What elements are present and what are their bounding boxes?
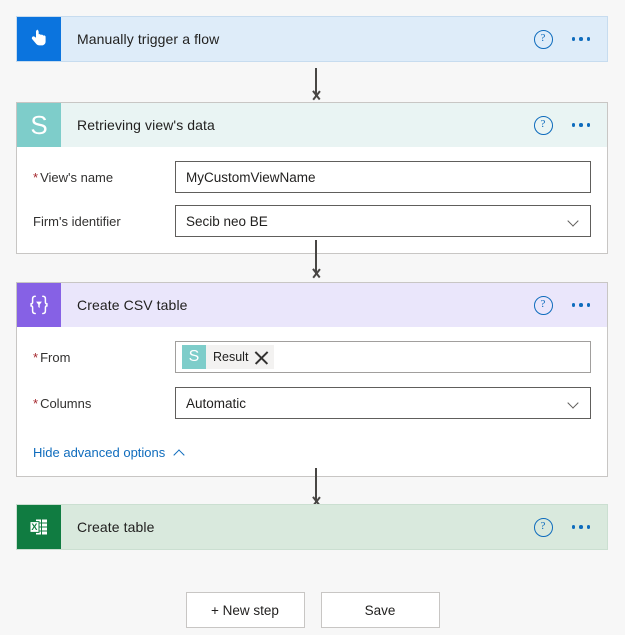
field-label-text: Columns bbox=[40, 395, 92, 411]
firms-identifier-value: Secib neo BE bbox=[186, 213, 268, 229]
field-label-text: From bbox=[40, 349, 71, 365]
card-title: Create table bbox=[77, 519, 155, 535]
letter-s-icon: S bbox=[182, 345, 206, 369]
columns-dropdown[interactable]: Automatic bbox=[175, 387, 591, 419]
card-title: Create CSV table bbox=[77, 297, 188, 313]
card-header-actions: ? bbox=[533, 115, 608, 135]
more-options-icon[interactable] bbox=[571, 33, 592, 45]
flow-step-create-table[interactable]: X Create table ? bbox=[16, 504, 608, 550]
token-label: Result bbox=[213, 350, 249, 364]
more-options-icon[interactable] bbox=[571, 119, 592, 131]
hand-pointer-icon bbox=[17, 17, 61, 61]
help-circle-icon[interactable]: ? bbox=[533, 115, 553, 135]
required-asterisk: * bbox=[33, 169, 39, 185]
close-icon[interactable] bbox=[253, 349, 270, 366]
help-circle-icon[interactable]: ? bbox=[533, 295, 553, 315]
help-circle-icon[interactable]: ? bbox=[533, 517, 553, 537]
card-header[interactable]: X Create table ? bbox=[17, 505, 607, 549]
field-control-from: S Result bbox=[175, 341, 591, 373]
card-header-actions: ? bbox=[533, 295, 608, 315]
form-row-firms-identifier: Firm's identifier Secib neo BE bbox=[33, 205, 591, 237]
field-label-columns: *Columns bbox=[33, 396, 175, 411]
card-header-actions: ? bbox=[533, 517, 608, 537]
more-options-icon[interactable] bbox=[571, 521, 592, 533]
more-options-icon[interactable] bbox=[571, 299, 592, 311]
hide-advanced-options-label: Hide advanced options bbox=[33, 445, 166, 460]
card-body: *From S Result *Columns bbox=[17, 327, 607, 476]
form-row-columns: *Columns Automatic bbox=[33, 387, 591, 419]
new-step-button[interactable]: + New step bbox=[185, 592, 305, 628]
save-button[interactable]: Save bbox=[320, 592, 440, 628]
chevron-down-icon bbox=[569, 398, 580, 409]
card-title: Manually trigger a flow bbox=[77, 31, 220, 47]
card-header[interactable]: Create CSV table ? bbox=[17, 283, 607, 327]
connector-arrow-1 bbox=[305, 68, 327, 102]
firms-identifier-dropdown[interactable]: Secib neo BE bbox=[175, 205, 591, 237]
flow-step-manually-trigger-a-flow[interactable]: Manually trigger a flow ? bbox=[16, 16, 608, 62]
field-label-from: *From bbox=[33, 350, 175, 365]
field-control-views-name bbox=[175, 161, 591, 193]
connector-arrow-3 bbox=[305, 468, 327, 508]
hide-advanced-options-link[interactable]: Hide advanced options bbox=[33, 445, 185, 460]
field-label-views-name: *View's name bbox=[33, 170, 175, 185]
card-header-actions: ? bbox=[533, 29, 608, 49]
braces-filter-glyph bbox=[26, 295, 52, 315]
data-operations-icon bbox=[17, 283, 61, 327]
chevron-up-icon bbox=[174, 449, 185, 457]
card-title: Retrieving view's data bbox=[77, 117, 215, 133]
flow-step-create-csv-table[interactable]: Create CSV table ? *From S Result bbox=[16, 282, 608, 477]
card-header[interactable]: Manually trigger a flow ? bbox=[17, 17, 607, 61]
form-row-views-name: *View's name bbox=[33, 161, 591, 193]
field-control-firms-identifier: Secib neo BE bbox=[175, 205, 591, 237]
svg-text:X: X bbox=[31, 522, 37, 532]
connector-arrow-2 bbox=[305, 240, 327, 280]
card-body: *View's name Firm's identifier Secib neo… bbox=[17, 147, 607, 253]
required-asterisk: * bbox=[33, 349, 39, 365]
field-control-columns: Automatic bbox=[175, 387, 591, 419]
flow-step-retrieving-views-data[interactable]: S Retrieving view's data ? *View's name … bbox=[16, 102, 608, 254]
from-token-input[interactable]: S Result bbox=[175, 341, 591, 373]
field-label-firms-identifier: Firm's identifier bbox=[33, 213, 121, 229]
letter-s-icon: S bbox=[17, 103, 61, 147]
flow-footer-actions: + New step Save bbox=[0, 592, 625, 628]
form-row-from: *From S Result bbox=[33, 341, 591, 373]
help-circle-icon[interactable]: ? bbox=[533, 29, 553, 49]
field-label-text: View's name bbox=[40, 169, 114, 185]
dynamic-content-token[interactable]: S Result bbox=[182, 345, 275, 369]
letter-s-glyph: S bbox=[30, 110, 48, 140]
card-header[interactable]: S Retrieving view's data ? bbox=[17, 103, 607, 147]
columns-value: Automatic bbox=[186, 395, 247, 411]
required-asterisk: * bbox=[33, 395, 39, 411]
chevron-down-icon bbox=[569, 216, 580, 227]
excel-icon: X bbox=[17, 505, 61, 549]
views-name-input[interactable] bbox=[175, 161, 591, 193]
